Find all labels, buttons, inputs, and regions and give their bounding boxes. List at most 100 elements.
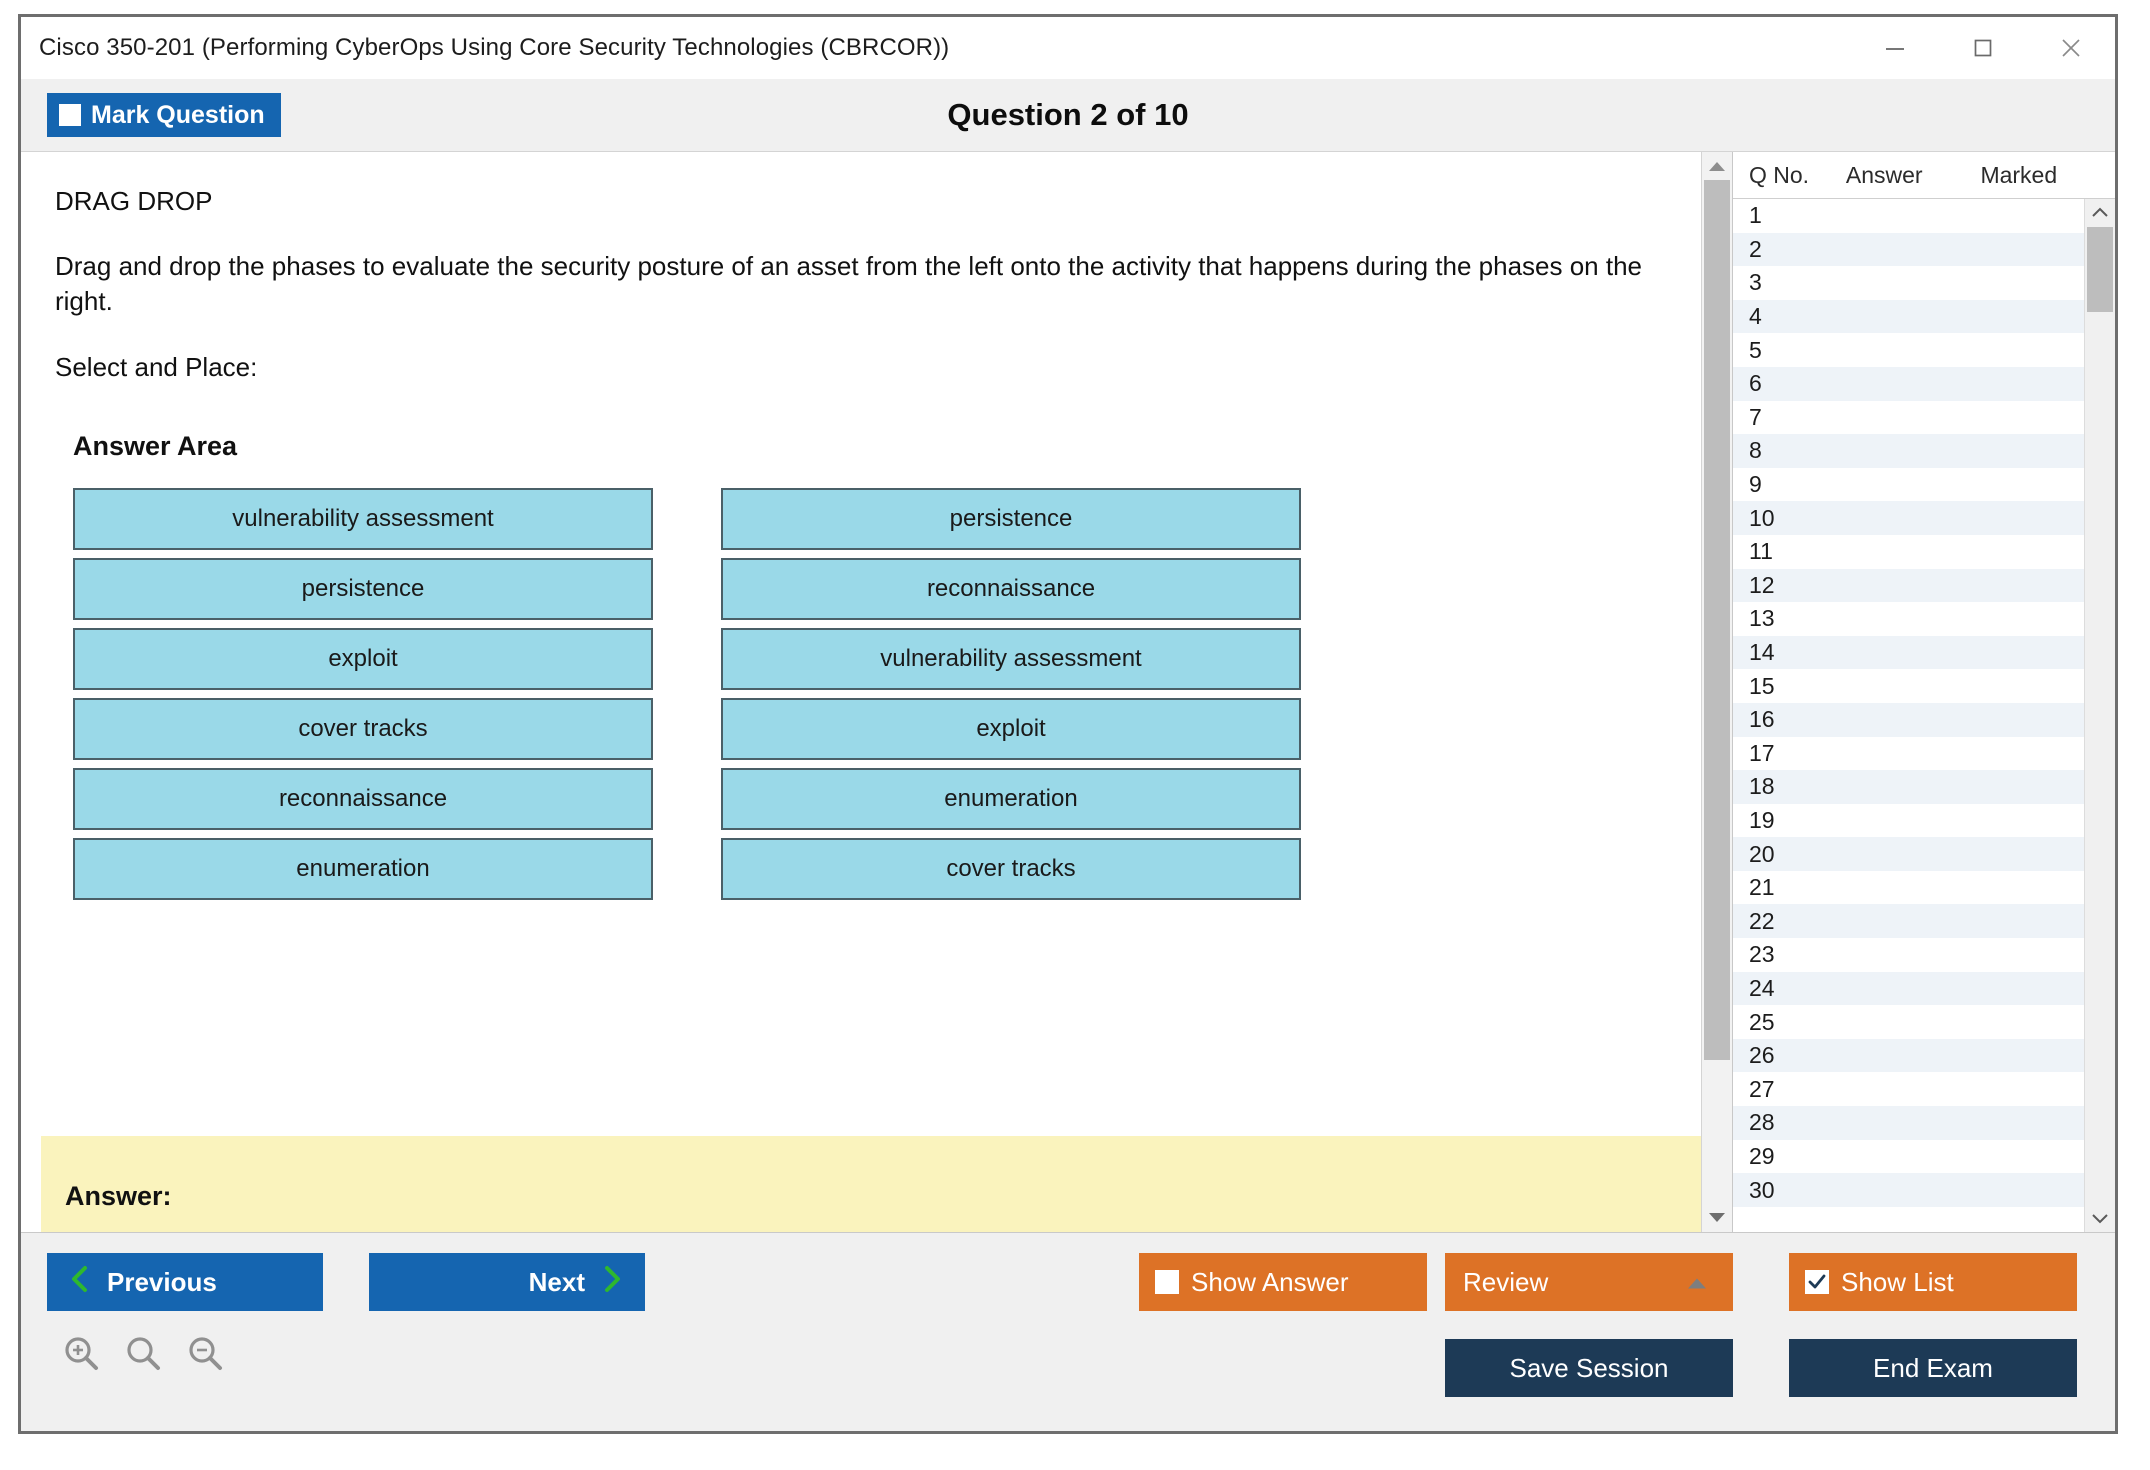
- list-scroll-up-icon[interactable]: [2085, 199, 2115, 227]
- question-list-row[interactable]: 1: [1733, 199, 2084, 233]
- question-content: DRAG DROP Drag and drop the phases to ev…: [21, 152, 1701, 908]
- question-number: 17: [1749, 739, 1775, 766]
- previous-button[interactable]: Previous: [47, 1253, 323, 1311]
- minimize-icon[interactable]: [1851, 17, 1939, 79]
- drag-item[interactable]: exploit: [73, 628, 653, 691]
- drop-target-item[interactable]: enumeration: [721, 768, 1301, 831]
- question-header-bar: Mark Question Question 2 of 10: [21, 79, 2115, 151]
- drop-target-item[interactable]: vulnerability assessment: [721, 628, 1301, 691]
- question-list-row[interactable]: 17: [1733, 736, 2084, 771]
- question-number: 16: [1749, 706, 1775, 733]
- content-scroll-track[interactable]: [1702, 180, 1732, 1204]
- question-list-row[interactable]: 22: [1733, 904, 2084, 939]
- question-list-row[interactable]: 29: [1733, 1139, 2084, 1174]
- list-scroll-down-icon[interactable]: [2085, 1204, 2115, 1232]
- question-list-row[interactable]: 13: [1733, 602, 2084, 636]
- drag-item[interactable]: enumeration: [73, 838, 653, 901]
- question-list-row[interactable]: 16: [1733, 702, 2084, 737]
- question-list-row[interactable]: 8: [1733, 434, 2084, 468]
- question-number: 29: [1749, 1142, 1775, 1169]
- question-list-row[interactable]: 25: [1733, 1005, 2084, 1039]
- zoom-reset-icon[interactable]: [123, 1333, 163, 1378]
- content-scroll-thumb[interactable]: [1704, 180, 1730, 1060]
- question-list-row[interactable]: 12: [1733, 568, 2084, 603]
- drag-item[interactable]: reconnaissance: [73, 768, 653, 831]
- question-content-pane: DRAG DROP Drag and drop the phases to ev…: [21, 152, 1701, 1232]
- mark-question-button[interactable]: Mark Question: [47, 93, 281, 137]
- body-row: DRAG DROP Drag and drop the phases to ev…: [21, 151, 2115, 1232]
- question-list-row[interactable]: 21: [1733, 870, 2084, 905]
- drop-target-item[interactable]: reconnaissance: [721, 558, 1301, 621]
- column-header-answer: Answer: [1845, 161, 1923, 188]
- review-dropdown-button[interactable]: Review: [1445, 1253, 1733, 1311]
- question-list-row[interactable]: 3: [1733, 266, 2084, 300]
- question-number: 8: [1749, 437, 1762, 464]
- question-list-row[interactable]: 26: [1733, 1038, 2084, 1073]
- question-number: 11: [1749, 538, 1773, 565]
- question-number: 14: [1749, 639, 1775, 666]
- save-session-button[interactable]: Save Session: [1445, 1339, 1733, 1397]
- question-list-row[interactable]: 11: [1733, 534, 2084, 569]
- question-list-row[interactable]: 28: [1733, 1106, 2084, 1140]
- answer-label: Answer:: [65, 1180, 172, 1211]
- show-answer-label: Show Answer: [1191, 1266, 1349, 1297]
- maximize-icon[interactable]: [1939, 17, 2027, 79]
- drag-item[interactable]: vulnerability assessment: [73, 488, 653, 551]
- zoom-in-icon[interactable]: [61, 1333, 101, 1378]
- end-exam-button[interactable]: End Exam: [1789, 1339, 2077, 1397]
- question-number: 15: [1749, 672, 1775, 699]
- question-number: 23: [1749, 941, 1775, 968]
- drop-target-item[interactable]: persistence: [721, 488, 1301, 551]
- list-scroll-thumb[interactable]: [2087, 227, 2113, 312]
- drop-target-item[interactable]: cover tracks: [721, 838, 1301, 901]
- question-list-row[interactable]: 6: [1733, 366, 2084, 401]
- next-button[interactable]: Next: [369, 1253, 645, 1311]
- question-list-row[interactable]: 20: [1733, 837, 2084, 871]
- question-list-row[interactable]: 19: [1733, 803, 2084, 838]
- question-number: 13: [1749, 605, 1775, 632]
- content-scrollbar[interactable]: [1701, 152, 1732, 1232]
- question-list-row[interactable]: 2: [1733, 232, 2084, 267]
- question-number: 6: [1749, 370, 1762, 397]
- question-type-label: DRAG DROP: [55, 186, 213, 216]
- question-list-row[interactable]: 10: [1733, 501, 2084, 535]
- list-scroll-track[interactable]: [2085, 227, 2115, 1204]
- question-list-row[interactable]: 15: [1733, 669, 2084, 703]
- question-number: 5: [1749, 336, 1762, 363]
- question-number: 19: [1749, 806, 1775, 833]
- question-list-row[interactable]: 23: [1733, 938, 2084, 972]
- question-list-row[interactable]: 9: [1733, 467, 2084, 502]
- column-header-qno: Q No.: [1749, 161, 1810, 188]
- title-bar: Cisco 350-201 (Performing CyberOps Using…: [21, 17, 2115, 79]
- show-answer-checkbox[interactable]: [1155, 1270, 1179, 1294]
- show-list-checkbox[interactable]: [1805, 1270, 1829, 1294]
- question-list-row[interactable]: 27: [1733, 1072, 2084, 1107]
- close-icon[interactable]: [2027, 17, 2115, 79]
- question-list-row[interactable]: 24: [1733, 971, 2084, 1006]
- drag-item[interactable]: persistence: [73, 558, 653, 621]
- question-list-row[interactable]: 30: [1733, 1173, 2084, 1207]
- question-list-row[interactable]: 18: [1733, 770, 2084, 804]
- mark-question-checkbox[interactable]: [59, 104, 81, 126]
- question-number: 24: [1749, 974, 1775, 1001]
- question-number: 27: [1749, 1075, 1775, 1102]
- question-list-scrollbar[interactable]: [2084, 199, 2115, 1232]
- question-list-row[interactable]: 4: [1733, 299, 2084, 334]
- scroll-up-icon[interactable]: [1702, 152, 1732, 180]
- question-number: 4: [1749, 303, 1762, 330]
- question-list-row[interactable]: 5: [1733, 333, 2084, 367]
- zoom-out-icon[interactable]: [185, 1333, 225, 1378]
- show-answer-button[interactable]: Show Answer: [1139, 1253, 1427, 1311]
- show-list-button[interactable]: Show List: [1789, 1253, 2077, 1311]
- drag-item[interactable]: cover tracks: [73, 698, 653, 761]
- next-label: Next: [528, 1266, 585, 1297]
- exam-window: Cisco 350-201 (Performing CyberOps Using…: [18, 14, 2118, 1434]
- question-number: 21: [1749, 874, 1775, 901]
- scroll-down-icon[interactable]: [1702, 1204, 1732, 1232]
- question-list-row[interactable]: 14: [1733, 635, 2084, 670]
- mark-question-label: Mark Question: [91, 100, 265, 129]
- question-number: 25: [1749, 1008, 1775, 1035]
- question-list-row[interactable]: 7: [1733, 400, 2084, 435]
- drop-target-item[interactable]: exploit: [721, 698, 1301, 761]
